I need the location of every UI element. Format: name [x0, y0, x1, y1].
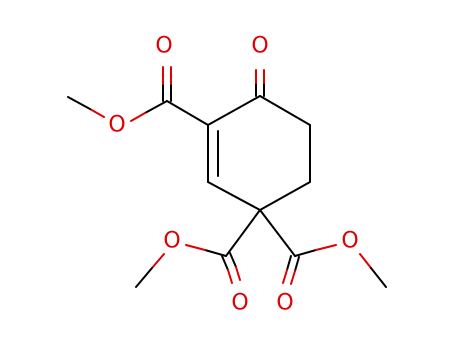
bond-ring-c1-c2 — [207, 95, 261, 126]
atom-o-ester2-carbonyl: O — [231, 291, 248, 316]
bond-c5-ester3-carbon — [259, 209, 296, 257]
bond-ester1-c-o-single-o — [130, 112, 146, 122]
bond-ester2-c-o-double — [221, 255, 229, 271]
bond-ester3-o-methyl — [370, 267, 387, 288]
bond-ester2-o-methyl-o — [151, 253, 165, 269]
bond-ester3-o-part — [282, 269, 288, 284]
bond-ester1-c-o-single — [144, 100, 168, 114]
bond-ester2-o-methyl — [135, 267, 153, 288]
bond-ester2-c-o-double-2 — [229, 252, 237, 268]
atom-o-ester2-alkoxy: O — [163, 229, 180, 254]
atom-o-ester1-carbonyl: O — [155, 34, 172, 59]
atom-o-ester3-carbonyl: O — [276, 291, 293, 316]
bond-ester2-o-part — [227, 269, 233, 284]
bond-c5-ester2-carbon — [225, 209, 261, 257]
bond-ester3-o-methyl-o — [359, 253, 372, 269]
bond-ester1-o-methyl — [67, 96, 91, 110]
bond-ester3-c-o-single — [294, 249, 317, 257]
atom-o-ketone: O — [251, 34, 268, 59]
atom-o-ester1-alkoxy: O — [108, 113, 125, 138]
bond-ring-c4-c5 — [259, 181, 311, 211]
bond-ester3-c-o-double-2 — [294, 256, 300, 272]
atom-o-ester3-alkoxy: O — [341, 229, 358, 254]
bond-ester2-c-o-single — [204, 249, 227, 257]
bond-ester2-o-part-2 — [235, 266, 241, 281]
bond-ring-c5-c6 — [207, 181, 261, 211]
bond-ring-c2-c3 — [259, 95, 311, 126]
bond-ester2-c-o-single-o — [185, 244, 206, 251]
bond-c1-ester-carbon — [166, 100, 209, 126]
bond-ester3-c-o-single-o — [315, 244, 337, 251]
bond-ester3-o-part-2 — [290, 270, 296, 285]
bond-ester1-o-methyl-o — [89, 108, 105, 118]
bond-ester3-c-o-double — [286, 255, 292, 271]
